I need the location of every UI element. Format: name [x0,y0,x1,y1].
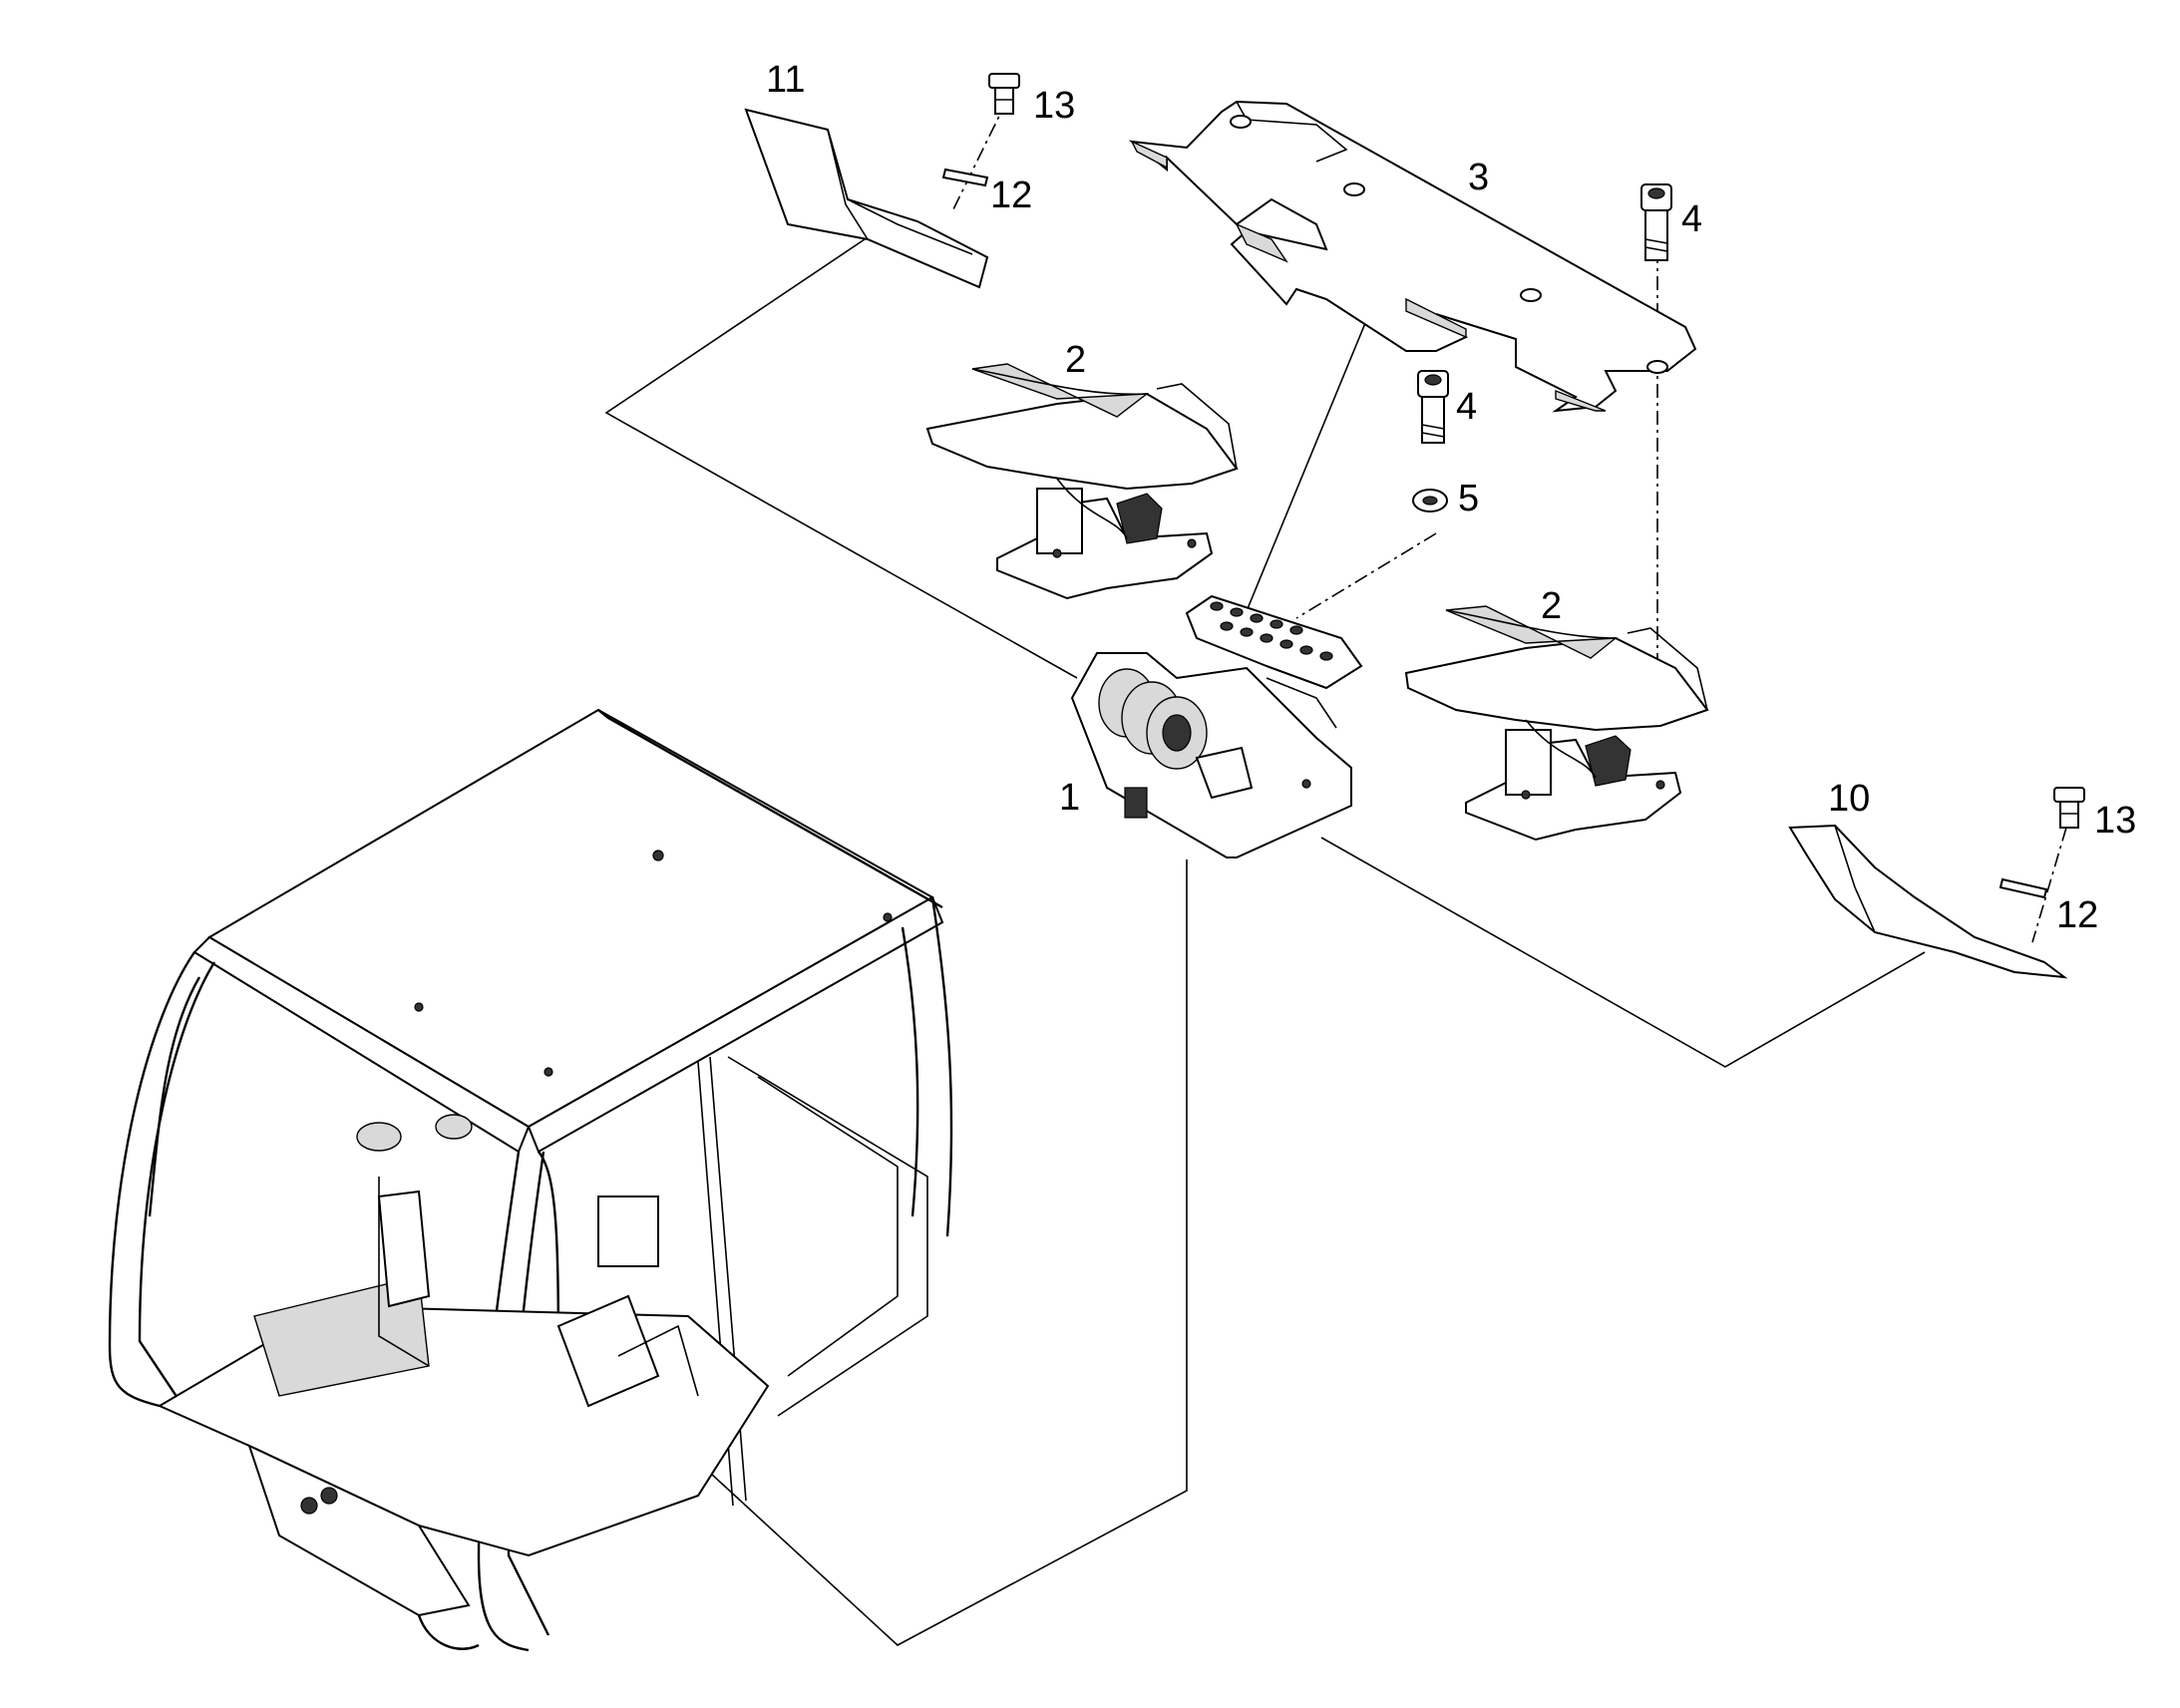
cover-plate-left [744,108,989,289]
callout-12-upper: 12 [990,174,1032,216]
callout-3: 3 [1468,157,1489,198]
valve-port-grid [1210,601,1333,661]
callout-2-right: 2 [1541,585,1562,627]
assembly-leader-lines [604,236,1926,1646]
cap-screw-middle [1417,370,1449,444]
callout-labels: 11 13 12 3 4 2 4 5 2 1 10 13 12 [766,59,2136,936]
spacer-sleeve-upper-left [941,168,989,187]
bolt-upper-left [988,73,1020,115]
callout-5: 5 [1458,478,1479,519]
pedal-valve-assembly [1070,594,1363,858]
mounting-bracket-plate [1128,100,1697,413]
callout-13-upper: 13 [1033,85,1075,127]
callout-2-left: 2 [1065,339,1086,381]
callout-4-middle: 4 [1456,386,1477,428]
bolt-lower-right [2053,787,2085,829]
callout-12-lower: 12 [2056,894,2098,936]
callout-11: 11 [766,59,805,101]
cap-screw-upper-right [1640,183,1672,261]
washer [1412,489,1448,512]
operator-cab [108,708,953,1652]
fastener-axis-lines [951,99,2067,943]
foot-pedal-right [1404,605,1709,842]
callout-1: 1 [1059,777,1080,819]
callout-13-lower: 13 [2094,800,2136,842]
cover-plate-right [1788,824,2068,979]
foot-pedal-left [925,363,1239,600]
callout-4-right: 4 [1681,198,1702,240]
callout-10: 10 [1828,778,1870,820]
spring-coil [1098,668,1208,770]
spacer-sleeve-lower-right [1998,877,2048,899]
